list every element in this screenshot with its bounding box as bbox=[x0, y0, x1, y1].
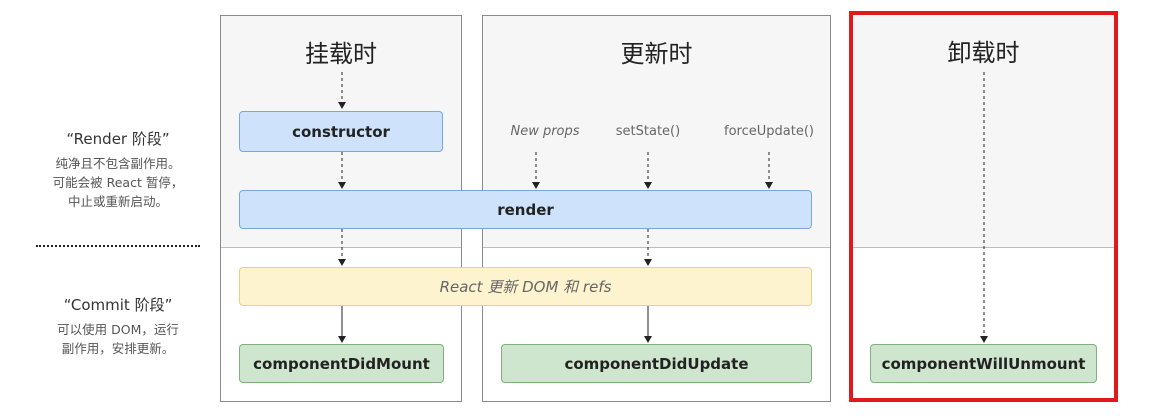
component-did-update-box: componentDidUpdate bbox=[501, 344, 812, 383]
mount-column-title: 挂载时 bbox=[305, 40, 377, 68]
update-column-title: 更新时 bbox=[620, 40, 693, 68]
commit-phase-desc-line: 副作用，安排更新。 bbox=[61, 341, 175, 356]
render-box: render bbox=[239, 190, 812, 229]
trigger-new-props: New props bbox=[510, 124, 580, 139]
render-phase-desc-line: 中止或重新启动。 bbox=[67, 194, 168, 209]
constructor-box: constructor bbox=[239, 111, 443, 152]
render-phase-desc-line: 可能会被 React 暂停， bbox=[52, 175, 184, 190]
component-did-mount-box: componentDidMount bbox=[239, 344, 444, 383]
trigger-force-update: forceUpdate() bbox=[724, 124, 814, 139]
react-update-dom-box: React 更新 DOM 和 refs bbox=[239, 267, 812, 306]
render-phase-description: 纯净且不包含副作用。 可能会被 React 暂停， 中止或重新启动。 bbox=[28, 154, 208, 211]
unmount-highlight-frame bbox=[849, 11, 1118, 402]
render-phase-desc-line: 纯净且不包含副作用。 bbox=[55, 156, 181, 171]
component-will-unmount-box: componentWillUnmount bbox=[870, 344, 1097, 383]
phase-divider bbox=[36, 245, 200, 247]
commit-phase-title: “Commit 阶段” bbox=[63, 296, 173, 314]
render-phase-title: “Render 阶段” bbox=[66, 130, 170, 148]
unmount-column-title: 卸载时 bbox=[947, 39, 1020, 67]
commit-phase-desc-line: 可以使用 DOM，运行 bbox=[57, 322, 179, 337]
commit-phase-description: 可以使用 DOM，运行 副作用，安排更新。 bbox=[28, 320, 208, 358]
trigger-set-state: setState() bbox=[615, 124, 681, 139]
